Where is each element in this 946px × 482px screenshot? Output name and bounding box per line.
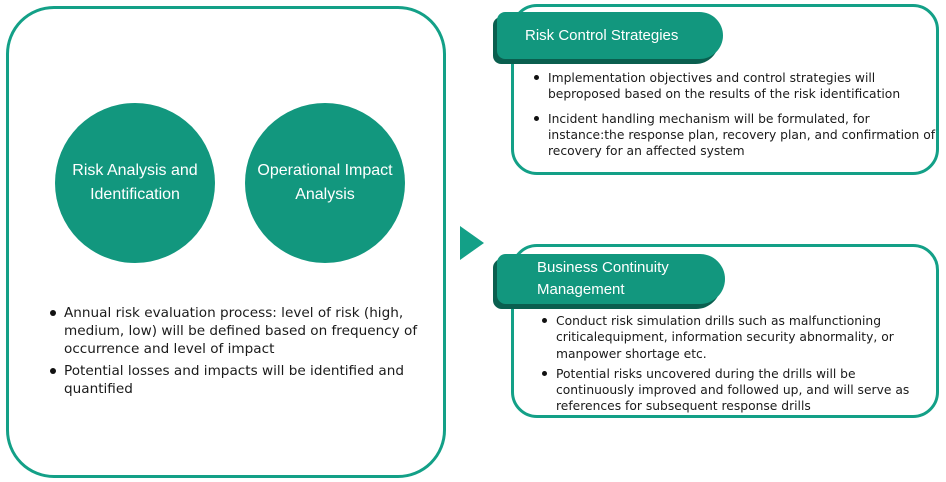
list-item: Potential losses and impacts will be ide… <box>50 362 442 398</box>
risk-control-title: Risk Control Strategies <box>525 27 679 44</box>
risk-analysis-panel <box>6 6 446 478</box>
list-item: Incident handling mechanism will be form… <box>534 111 936 159</box>
list-item: Conduct risk simulation drills such as m… <box>542 313 936 362</box>
business-continuity-title: Business Continuity Management <box>537 259 669 298</box>
risk-analysis-label: Risk Analysis and Identification <box>72 162 198 203</box>
business-continuity-header: Business Continuity Management <box>497 254 725 304</box>
operational-impact-label: Operational Impact Analysis <box>257 162 393 203</box>
risk-control-header: Risk Control Strategies <box>497 12 723 59</box>
risk-analysis-circle: Risk Analysis and Identification <box>55 103 215 263</box>
arrow-right-icon <box>460 226 484 260</box>
risk-control-bullet-list: Implementation objectives and control st… <box>534 70 936 167</box>
list-item: Annual risk evaluation process: level of… <box>50 304 442 358</box>
business-continuity-bullet-list: Conduct risk simulation drills such as m… <box>542 313 936 419</box>
risk-analysis-bullet-list: Annual risk evaluation process: level of… <box>50 304 442 402</box>
list-item: Implementation objectives and control st… <box>534 70 936 103</box>
list-item: Potential risks uncovered during the dri… <box>542 366 936 415</box>
operational-impact-circle: Operational Impact Analysis <box>245 103 405 263</box>
